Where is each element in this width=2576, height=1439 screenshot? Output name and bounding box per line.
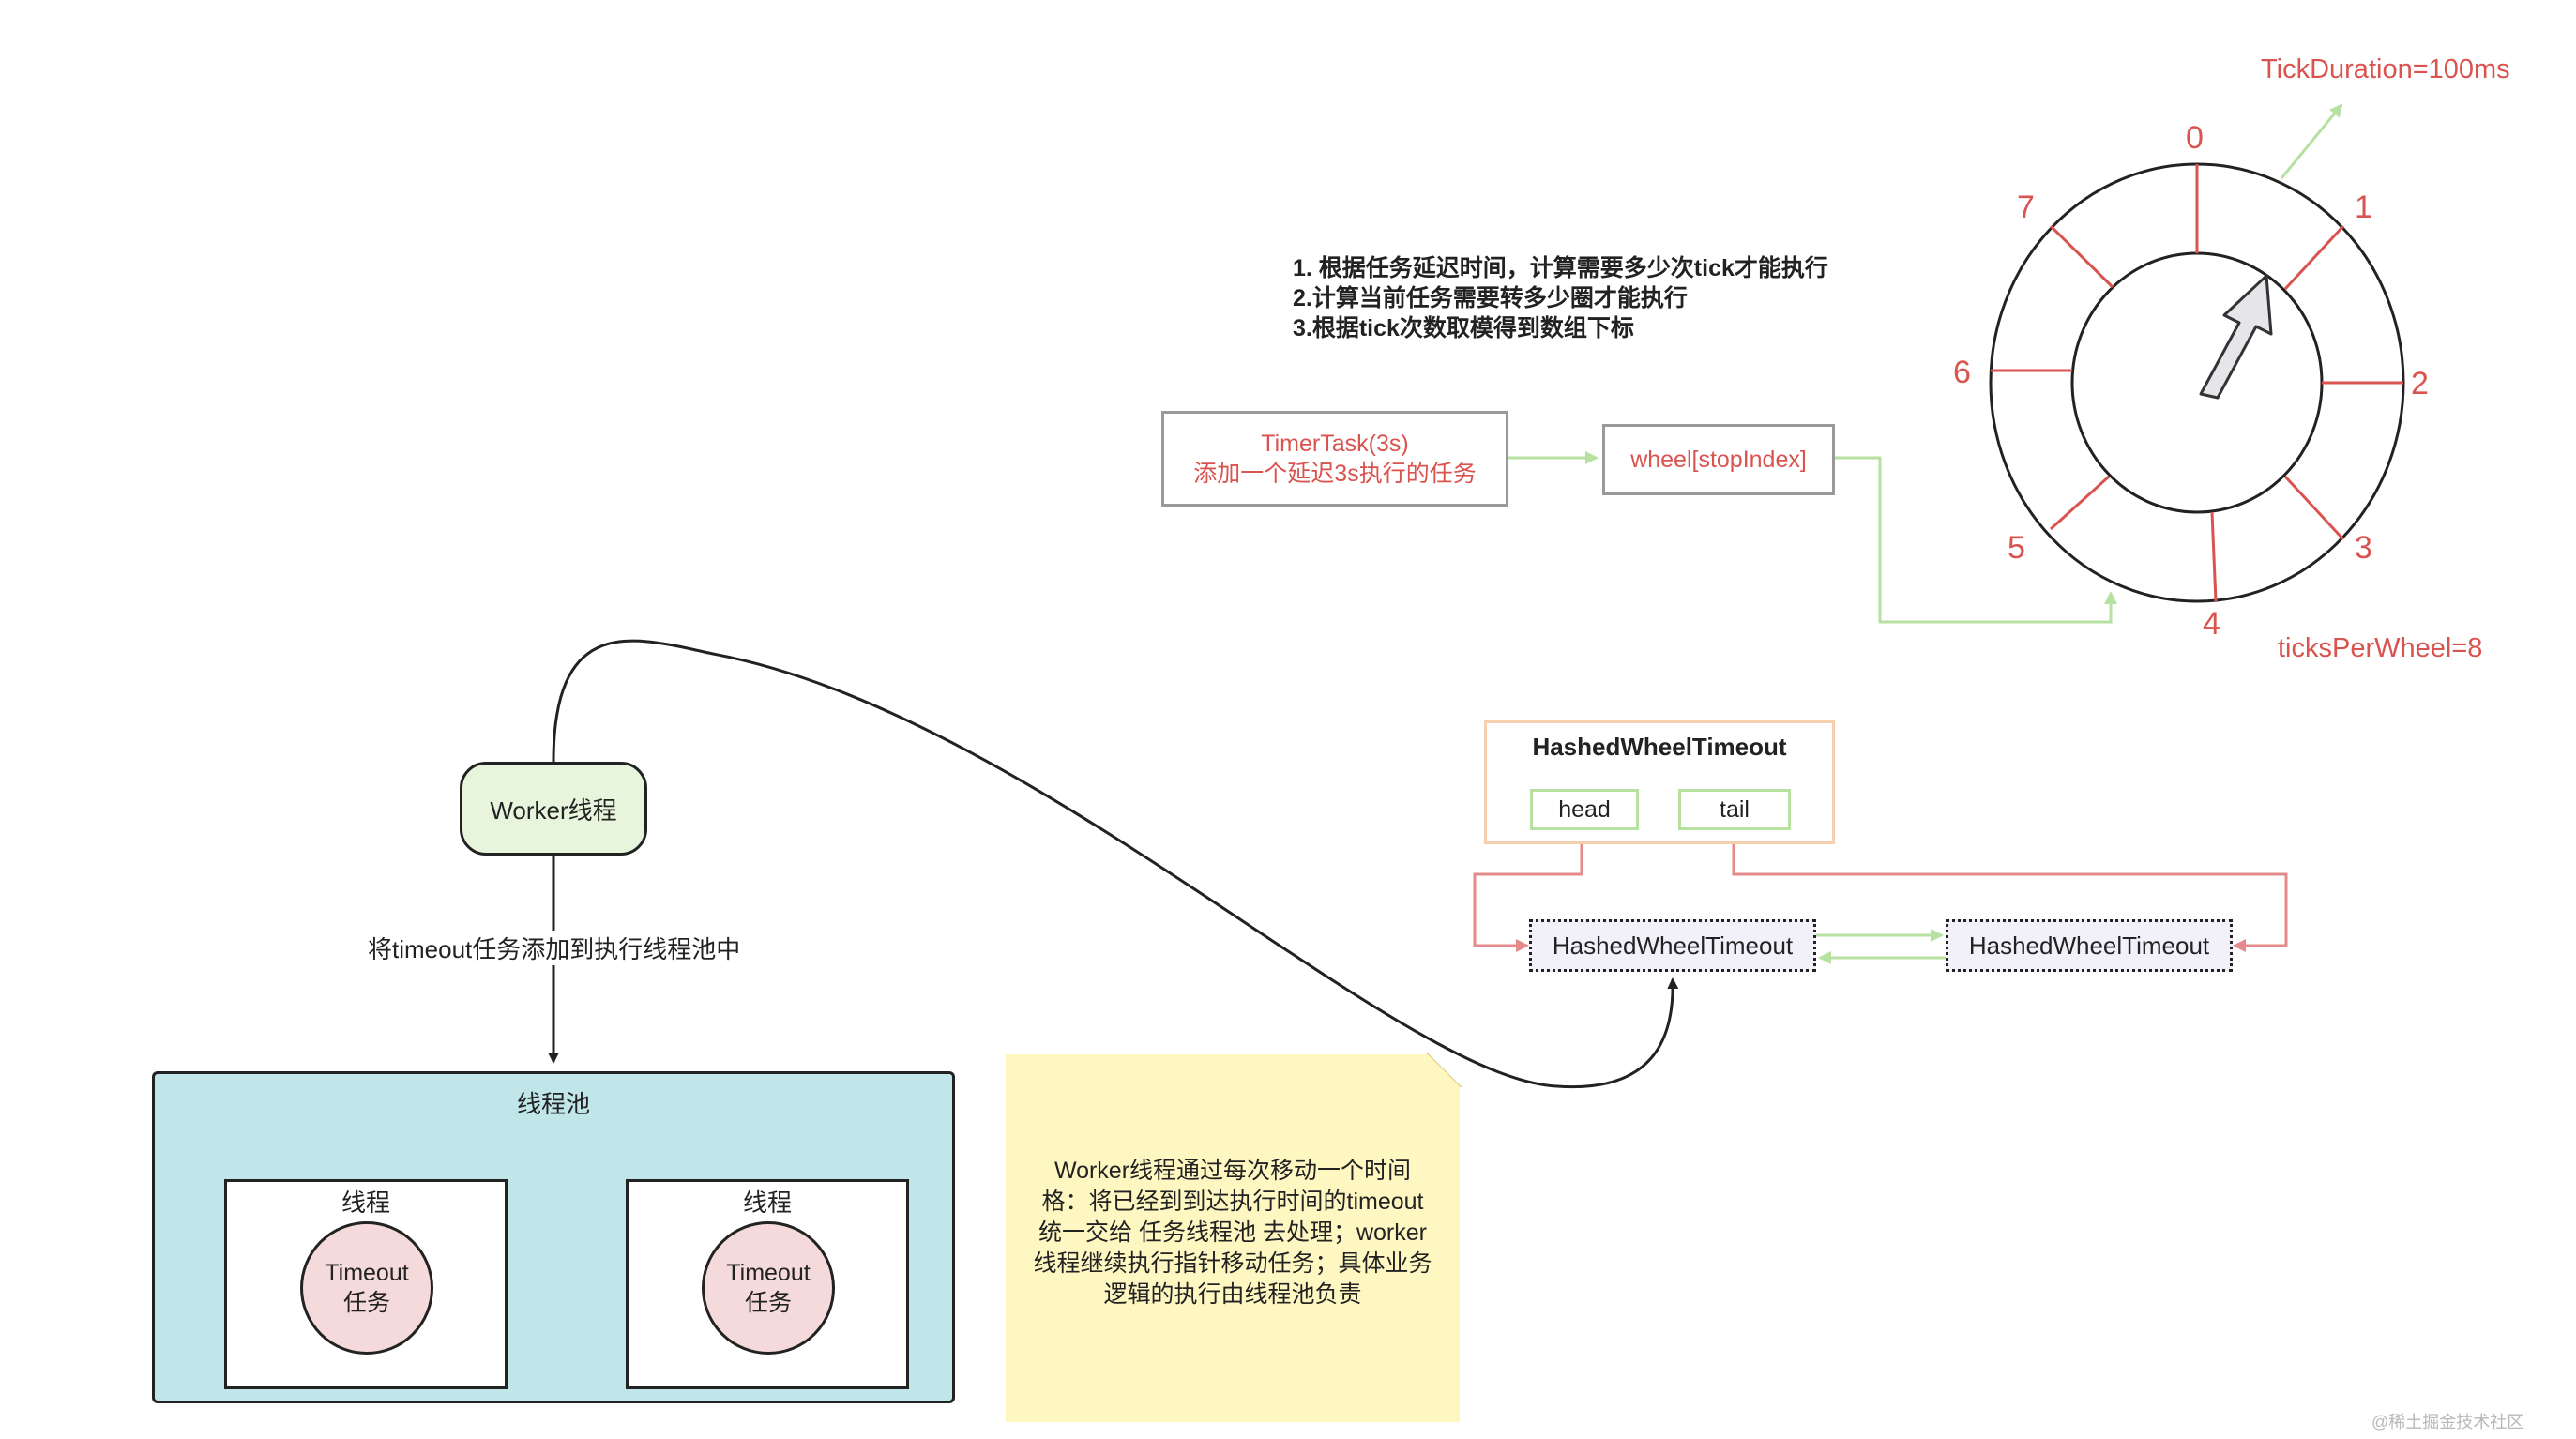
- timer-task-line2: 添加一个延迟3s执行的任务: [1193, 461, 1477, 487]
- wheel-pointer-arrow: [2199, 274, 2273, 400]
- thread-2-title: 线程: [742, 1189, 792, 1217]
- wheel-slot-label-4: 4: [2203, 606, 2220, 642]
- worker-traverse-curve: [552, 639, 1679, 1089]
- thread-box-2: 线程 Timeout 任务: [626, 1179, 909, 1389]
- timeout-task-circle-1: Timeout 任务: [300, 1221, 433, 1355]
- note-line-5: 逻辑的执行由线程池负责: [1103, 1281, 1362, 1308]
- wheel-inner-ring: [2070, 251, 2324, 514]
- timeout-node-1-label: HashedWheelTimeout: [1552, 931, 1794, 960]
- tail-pointer-arrow: [1732, 829, 2288, 952]
- head-pointer-arrow: [1473, 829, 1583, 952]
- head-label: head: [1558, 795, 1611, 823]
- worker-thread-node: Worker线程: [460, 762, 647, 856]
- task-1-line2: 任务: [342, 1290, 390, 1316]
- step-3: 3.根据tick次数取模得到数组下标: [1293, 315, 1634, 341]
- timeout-node-2: HashedWheelTimeout: [1946, 919, 2233, 972]
- slot-to-wheel-arrow: [1835, 456, 2117, 624]
- ticks-per-wheel-label: ticksPerWheel=8: [2278, 633, 2483, 663]
- sticky-note-text: Worker线程通过每次移动一个时间 格：将已经到到达执行时间的timeout …: [1006, 1156, 1460, 1310]
- hashed-timeout-group-title: HashedWheelTimeout: [1532, 733, 1787, 761]
- wheel-slot-label-2: 2: [2411, 366, 2429, 401]
- watermark: @稀土掘金技术社区: [2371, 1413, 2524, 1431]
- sticky-note: Worker线程通过每次移动一个时间 格：将已经到到达执行时间的timeout …: [1006, 1054, 1460, 1422]
- thread-pool-title: 线程池: [516, 1090, 590, 1118]
- task-2-line1: Timeout: [726, 1260, 811, 1286]
- thread-1-title: 线程: [341, 1189, 390, 1217]
- wheel-spokes: [1991, 164, 2403, 602]
- head-pointer-box: head: [1530, 789, 1639, 830]
- note-line-2: 格：将已经到到达执行时间的timeout: [1041, 1189, 1424, 1215]
- task-2-line2: 任务: [744, 1290, 792, 1316]
- wheel-slot-label-5: 5: [2008, 530, 2025, 566]
- tail-pointer-box: tail: [1678, 789, 1791, 830]
- tick-duration-label: TickDuration=100ms: [2261, 54, 2510, 84]
- worker-label: Worker线程: [490, 795, 617, 825]
- step-2: 2.计算当前任务需要转多少圈才能执行: [1293, 285, 1688, 311]
- timer-task-line1: TimerTask(3s): [1261, 431, 1409, 457]
- thread-box-1: 线程 Timeout 任务: [224, 1179, 508, 1389]
- wheel-stop-index-box: wheel[stopIndex]: [1602, 424, 1835, 495]
- wheel-slot-label-3: 3: [2355, 530, 2372, 566]
- wheel-slot-label-7: 7: [2017, 189, 2035, 225]
- task-1-line1: Timeout: [325, 1260, 409, 1286]
- timeout-node-2-label: HashedWheelTimeout: [1968, 931, 2210, 960]
- tail-label: tail: [1720, 795, 1750, 823]
- thread-pool-container: 线程池 线程 Timeout 任务 线程 Timeout 任务: [152, 1071, 955, 1403]
- wheel-stop-index-label: wheel[stopIndex]: [1630, 446, 1807, 473]
- step-1: 1. 根据任务延迟时间，计算需要多少次tick才能执行: [1293, 255, 1828, 281]
- note-line-4: 线程继续执行指针移动任务；具体业务: [1033, 1250, 1432, 1277]
- timer-task-box: TimerTask(3s) 添加一个延迟3s执行的任务: [1161, 411, 1508, 507]
- tick-duration-arrow: [2280, 103, 2343, 179]
- wheel-slot-label-1: 1: [2355, 189, 2372, 225]
- steps-text: 1. 根据任务延迟时间，计算需要多少次tick才能执行 2.计算当前任务需要转多…: [1293, 253, 1828, 343]
- wheel-slot-label-6: 6: [1953, 355, 1971, 390]
- note-line-3: 统一交给 任务线程池 去处理；worker: [1038, 1219, 1427, 1246]
- note-line-1: Worker线程通过每次移动一个时间: [1053, 1158, 1412, 1184]
- worker-to-pool-label: 将timeout任务添加到执行线程池中: [368, 931, 741, 965]
- hashed-timeout-group: HashedWheelTimeout head tail: [1484, 720, 1835, 844]
- wheel-slot-label-0: 0: [2186, 120, 2204, 156]
- timeout-node-1: HashedWheelTimeout: [1529, 919, 1816, 972]
- timeout-task-circle-2: Timeout 任务: [702, 1221, 835, 1355]
